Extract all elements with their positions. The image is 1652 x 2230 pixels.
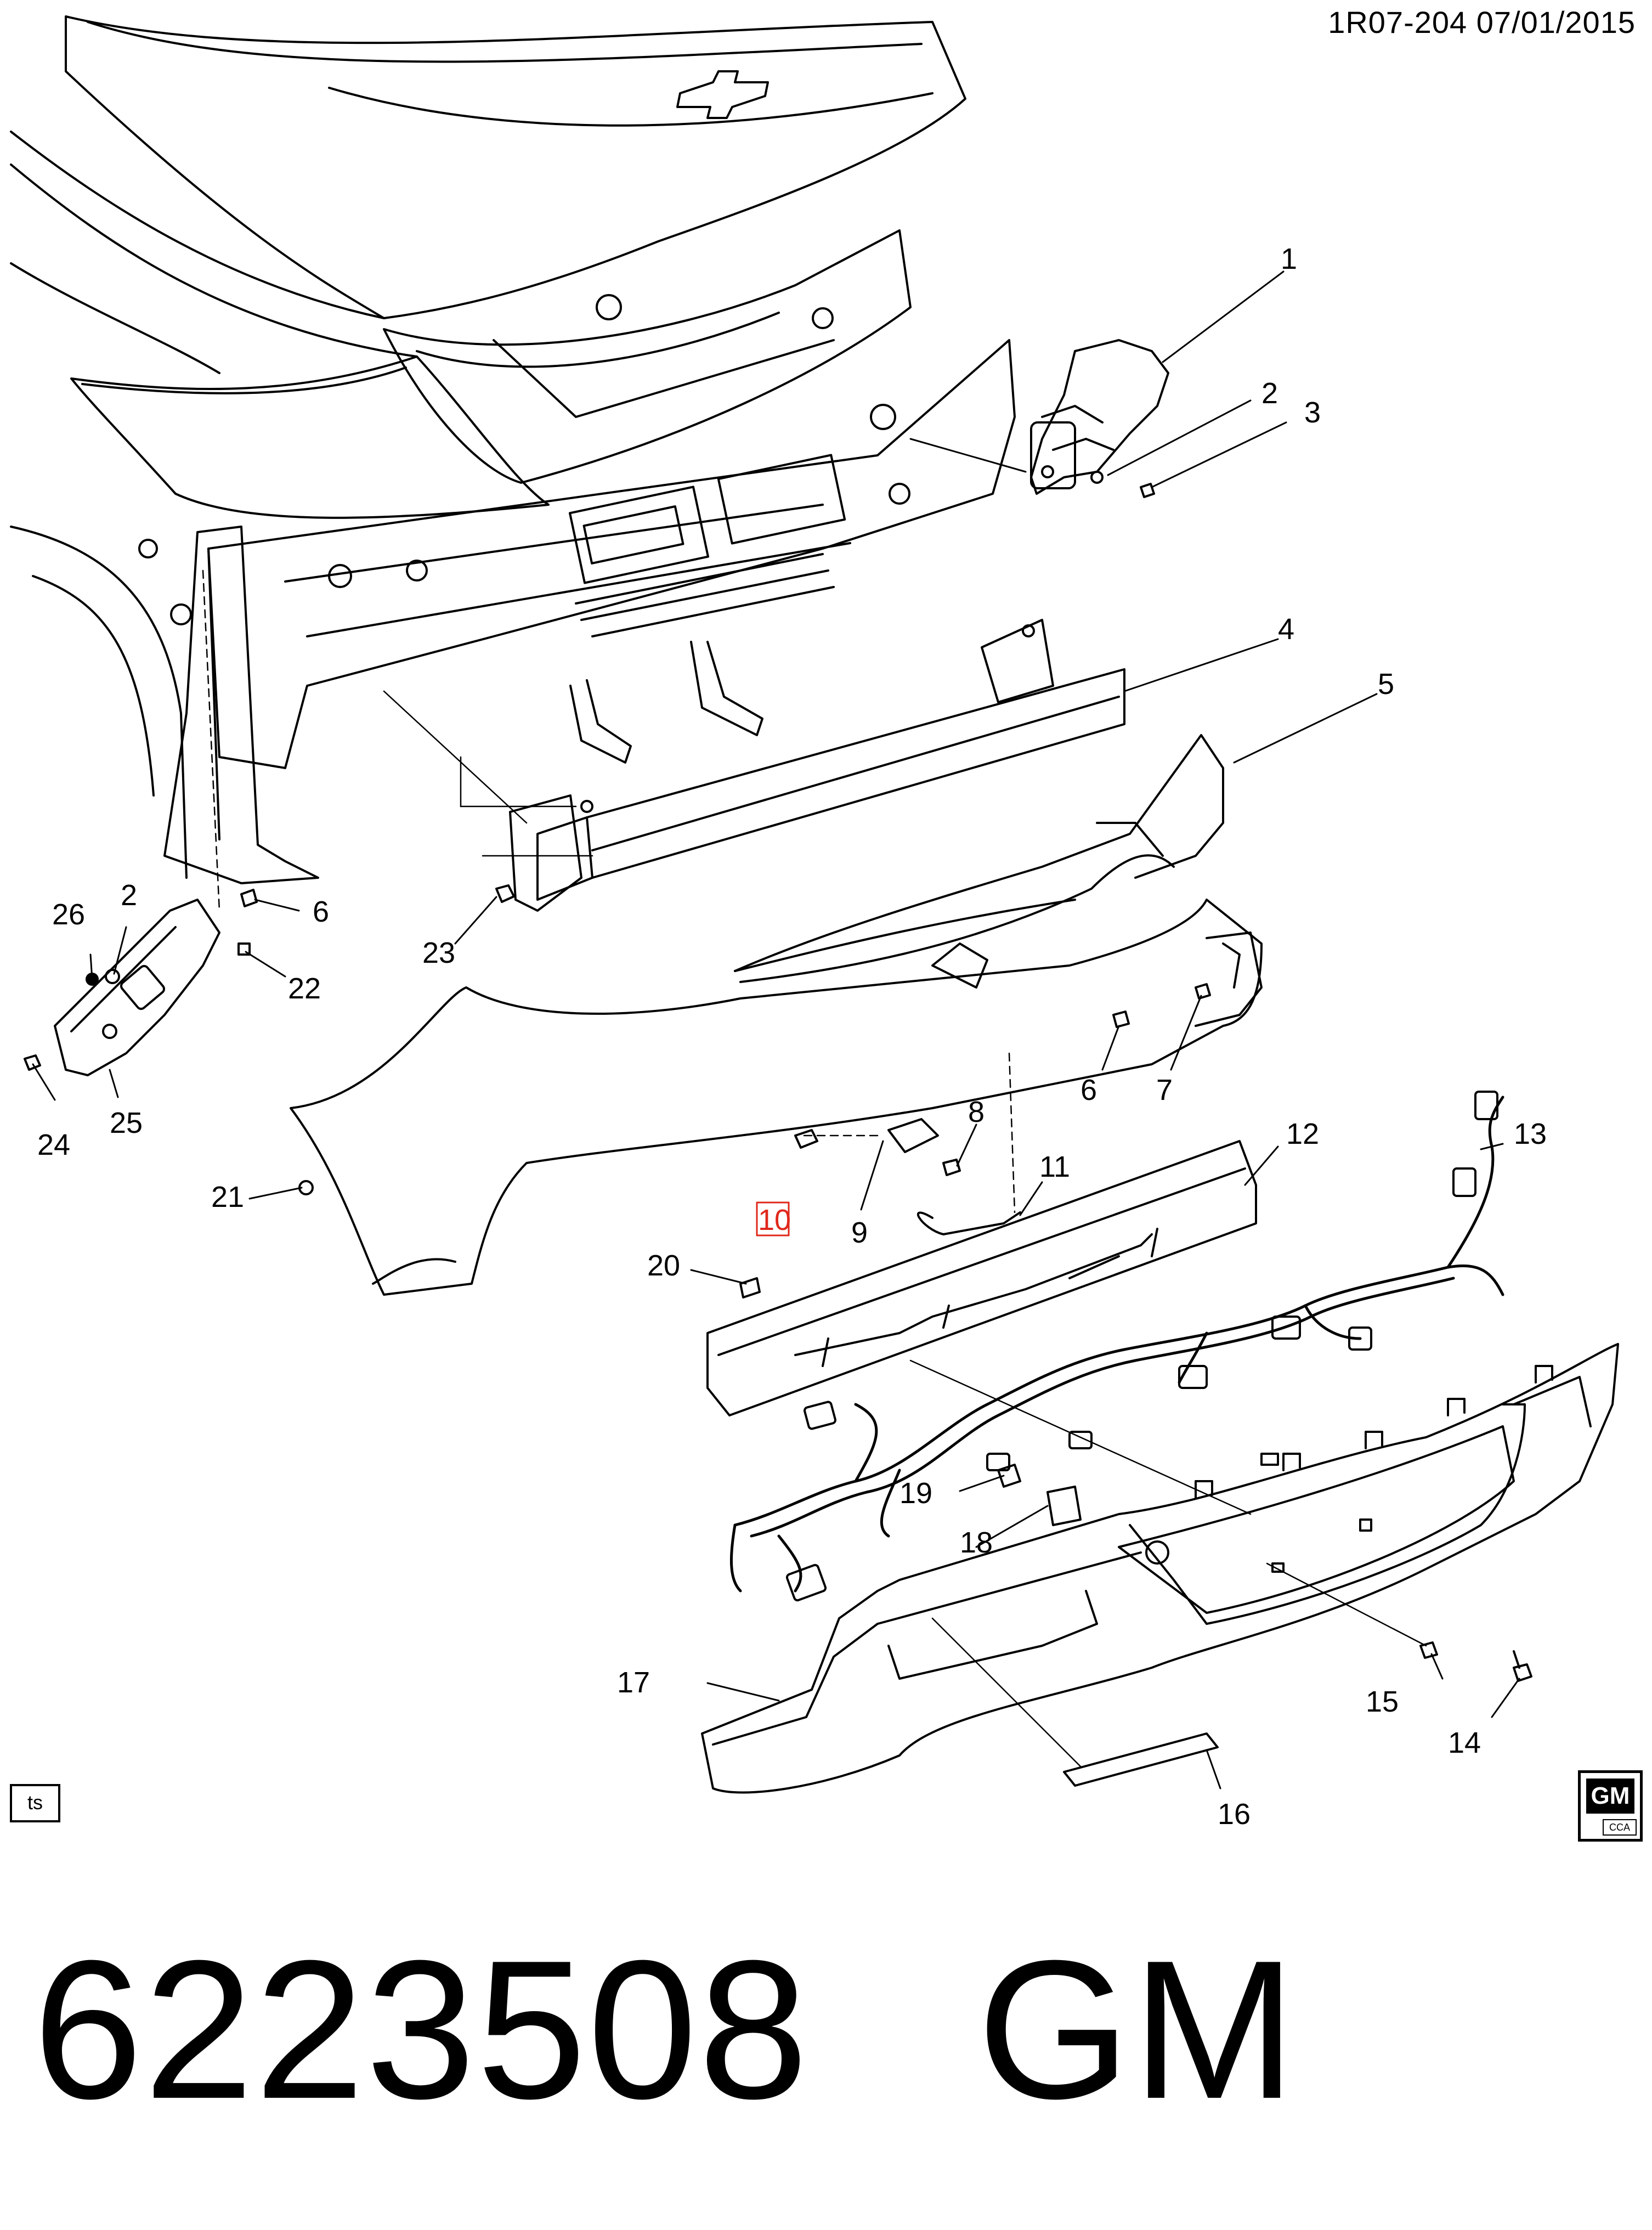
callout-17: 17 [617,1666,650,1699]
callout-6-left: 6 [313,895,329,928]
part-1-latch-assembly [909,339,1169,495]
ts-badge: ts [10,1784,60,1822]
part-20-clip [739,1277,761,1299]
part-14-screw [1513,1650,1532,1682]
part-18-sensor-holder [1046,1486,1082,1526]
part-19-park-assist-sensor [997,1464,1021,1488]
callout-5: 5 [1378,668,1394,701]
gm-logo-mark: GM [1586,1779,1634,1814]
part-10-camera [794,1129,818,1149]
callout-12: 12 [1286,1117,1319,1150]
taillight [70,355,550,519]
part-7-nut [1195,983,1211,1000]
part-23-nut [495,884,515,903]
callout-labels: 1 2 3 4 5 26 2 6 23 22 24 25 6 7 8 11 12… [37,242,1547,1831]
callout-6-right: 6 [1080,1074,1097,1106]
callout-2-top: 2 [1261,377,1278,410]
part-12-energy-absorber [706,1140,1257,1416]
callout-11: 11 [1039,1150,1070,1183]
vehicle-rear-body [10,15,1016,884]
callout-2-left: 2 [121,879,137,912]
part-number-footer: 6223508 GM [33,1920,1298,2140]
callout-20: 20 [647,1249,680,1282]
callout-23: 23 [422,936,455,969]
part-6-pushpin-left [240,889,258,907]
callout-10: 10 [758,1204,791,1237]
assembly-guide-lines [383,690,1427,1768]
callout-15: 15 [1366,1685,1399,1718]
part-16-trim-strip [1063,1732,1219,1787]
callout-9: 9 [851,1216,868,1249]
part-6-pushpin-right [1112,1010,1130,1028]
chevrolet-bowtie-logo [676,70,769,119]
callout-18: 18 [960,1526,993,1559]
alignment-lines [202,569,1016,1213]
part-11-connector [916,1211,1021,1235]
callout-8: 8 [968,1096,985,1128]
callout-3: 3 [1304,396,1321,429]
callout-4: 4 [1278,613,1294,646]
callout-14: 14 [1448,1726,1481,1759]
callout-1: 1 [1281,242,1297,275]
part-9-bracket [887,1118,939,1153]
part-8-bulb [942,1159,961,1176]
callout-13: 13 [1514,1117,1547,1150]
part-15-retainer [1419,1641,1438,1659]
part-3-bolt [1140,483,1155,498]
part-17-lower-bumper-cover [701,1343,1619,1794]
diagram-reference-date: 1R07-204 07/01/2015 [1328,5,1636,39]
part-4-impact-bar [509,619,1125,912]
callout-21: 21 [211,1181,244,1213]
callout-10-highlight-box [756,1201,790,1237]
part-2-washer-left [105,969,120,984]
part-2-washer [1090,471,1104,484]
callout-22: 22 [288,972,321,1005]
callout-7: 7 [1156,1074,1173,1106]
harness-connectors [785,1091,1498,1602]
leader-lines [32,270,1520,1789]
callout-16: 16 [1218,1798,1251,1831]
gm-logo-subtext: CCA [1603,1819,1637,1836]
part-25-side-bracket [54,899,220,1076]
callout-25: 25 [110,1106,143,1139]
part-5-bumper-fascia-upper [290,734,1263,1296]
callout-26: 26 [52,898,85,931]
gm-logo: GM CCA [1578,1770,1643,1842]
part-24-nut [24,1054,41,1071]
part-13-wiring-harness [729,1096,1504,1593]
callout-19: 19 [899,1477,932,1510]
callout-24: 24 [37,1128,70,1161]
